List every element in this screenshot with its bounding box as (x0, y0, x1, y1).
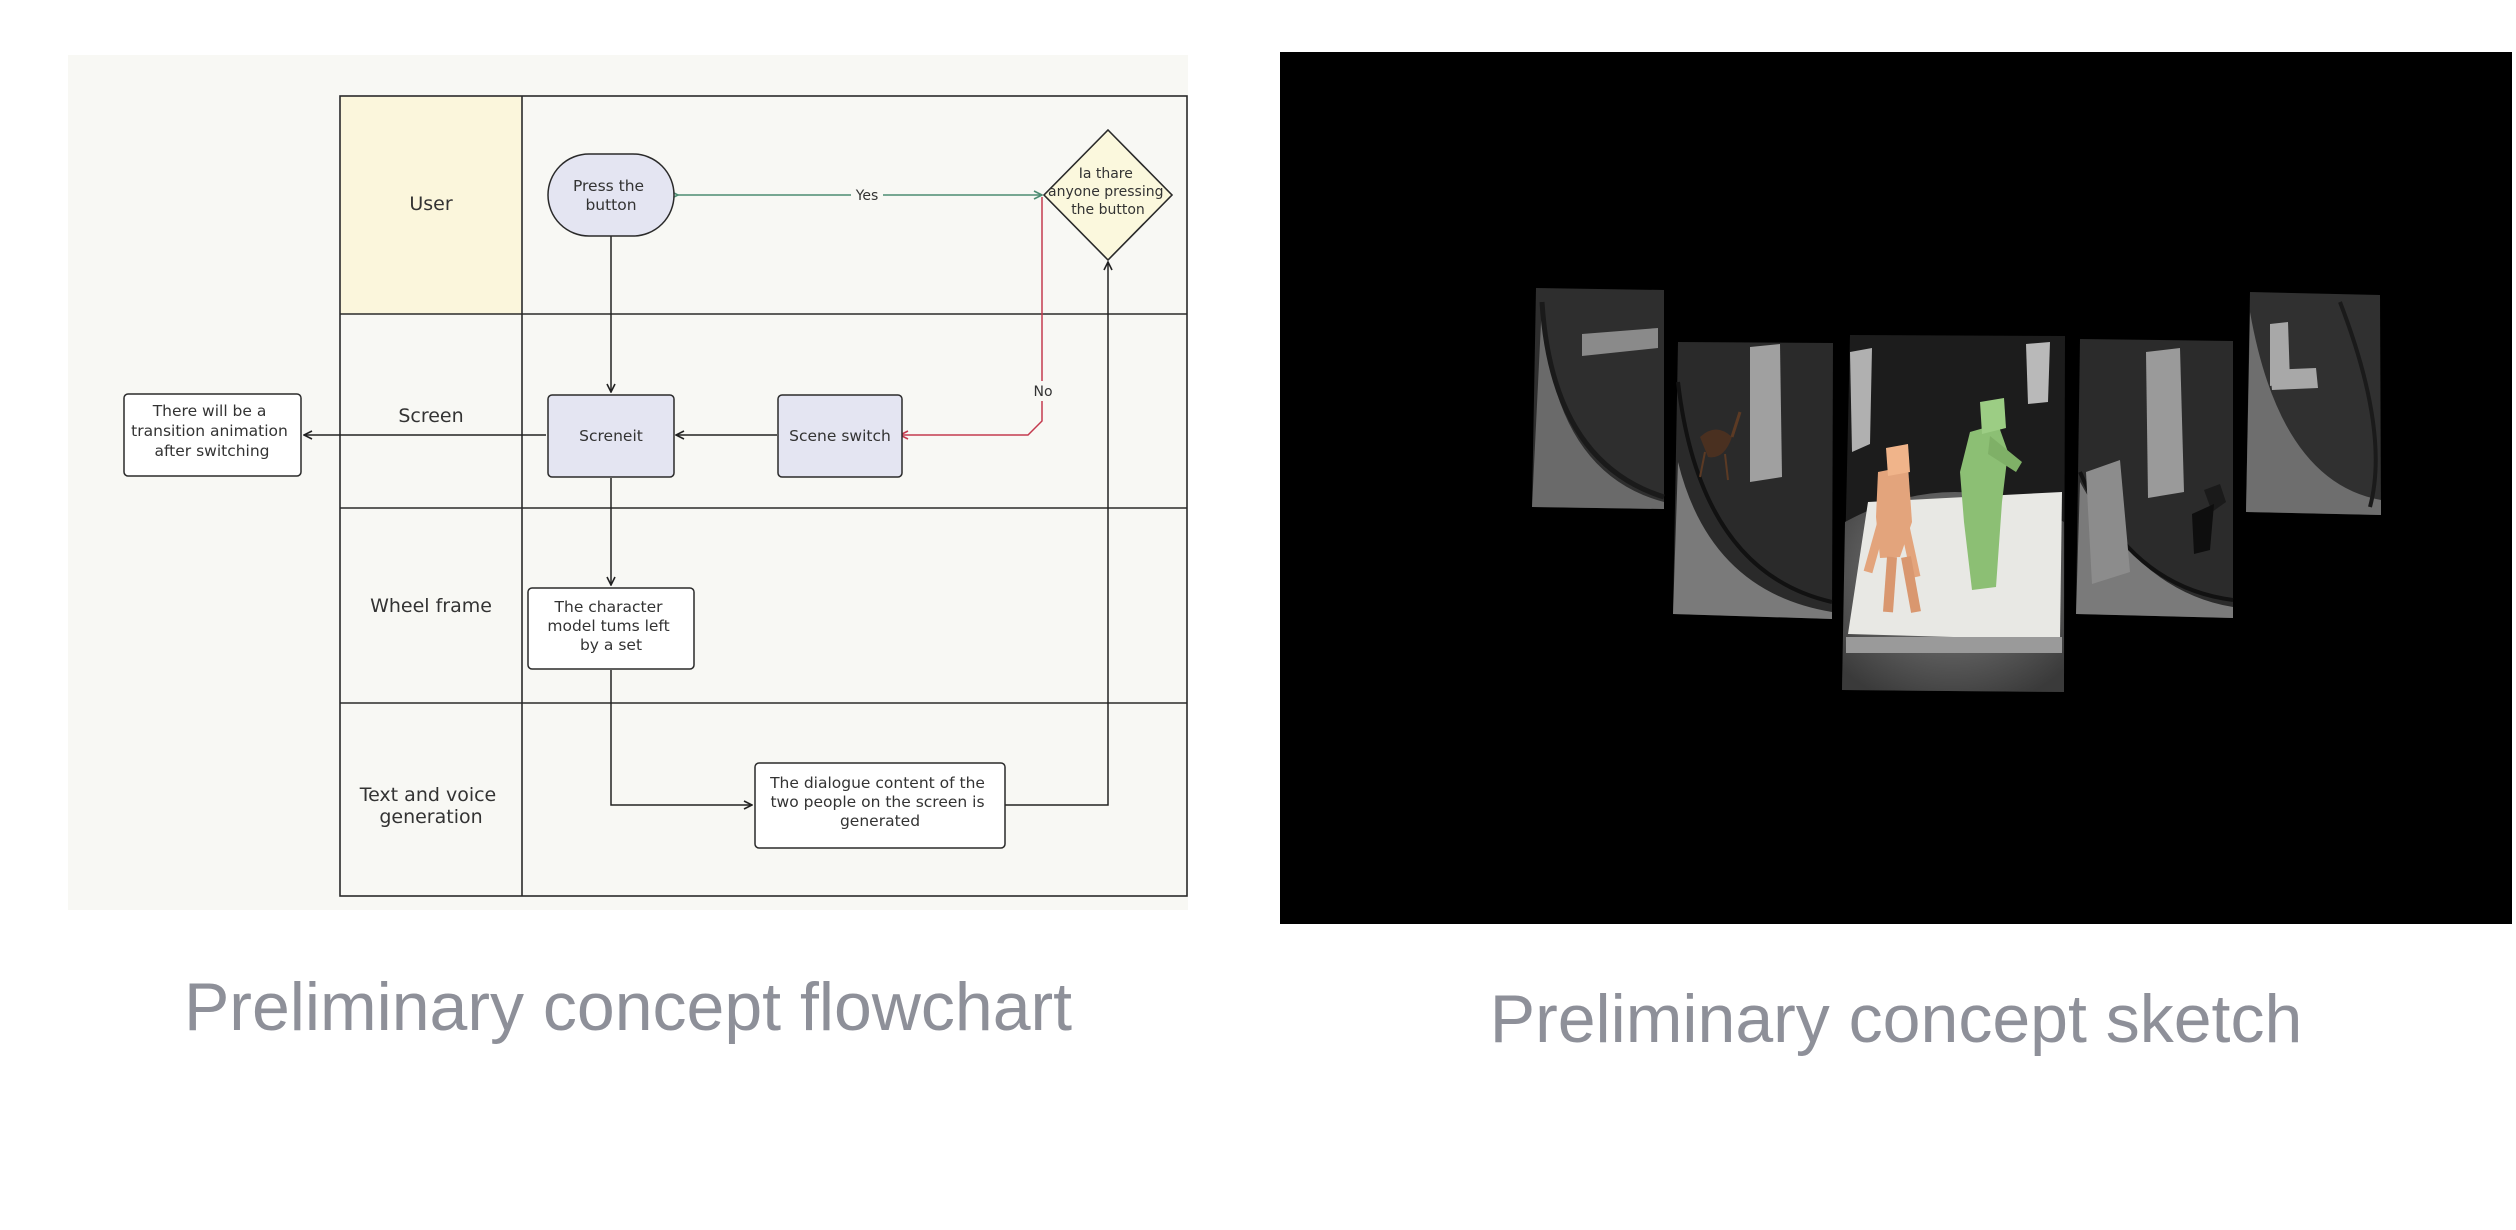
edge-dialogue-to-decision (1004, 262, 1108, 806)
node-dialogue-label: The dialogue content of the two people o… (769, 774, 990, 830)
node-character (527, 587, 695, 670)
node-dialogue (754, 762, 1006, 849)
edge-label-no: No (1033, 384, 1052, 400)
sketch-panel-left (1673, 342, 1833, 619)
node-press-button (547, 153, 675, 237)
node-decision (1042, 128, 1174, 262)
node-screneit-label: Screneit (579, 427, 643, 445)
concept-sketch-image (1532, 288, 2381, 692)
node-scene-switch (777, 394, 903, 478)
node-press-button-label: Press the button (573, 177, 649, 214)
concept-sketch-panel (1280, 52, 2512, 924)
sketch-panel-right (2076, 339, 2234, 618)
flowchart-diagram: User Screen Wheel frame Text and voice g… (123, 95, 1188, 897)
node-transition-label: There will be a transition animation aft… (131, 402, 293, 460)
sketch-panel-center (1842, 335, 2065, 692)
lane-label-screen: Screen (398, 405, 463, 427)
user-lane-header (340, 96, 522, 314)
edge-label-yes: Yes (855, 188, 879, 204)
lane-label-text-voice: Text and voice generation (359, 784, 503, 828)
caption-sketch: Preliminary concept sketch (1489, 981, 2303, 1057)
node-screneit (547, 394, 675, 478)
flowchart-panel: User Screen Wheel frame Text and voice g… (68, 55, 1188, 910)
swimlane-frame (339, 95, 1188, 897)
node-character-label: The character model tums left by a set (547, 598, 674, 654)
sketch-panel-far-right (2246, 292, 2381, 515)
lane-label-user: User (409, 193, 452, 215)
node-scene-switch-label: Scene switch (789, 427, 891, 445)
edge-no (900, 197, 1043, 435)
edge-character-to-dialogue (610, 670, 752, 805)
node-decision-label: Ia thare anyone pressing the button (1048, 166, 1168, 218)
caption-flowchart: Preliminary concept flowchart (183, 969, 1073, 1045)
sketch-panel-far-left (1532, 288, 1665, 509)
lane-label-wheel-frame: Wheel frame (370, 595, 492, 617)
node-transition (123, 393, 302, 477)
